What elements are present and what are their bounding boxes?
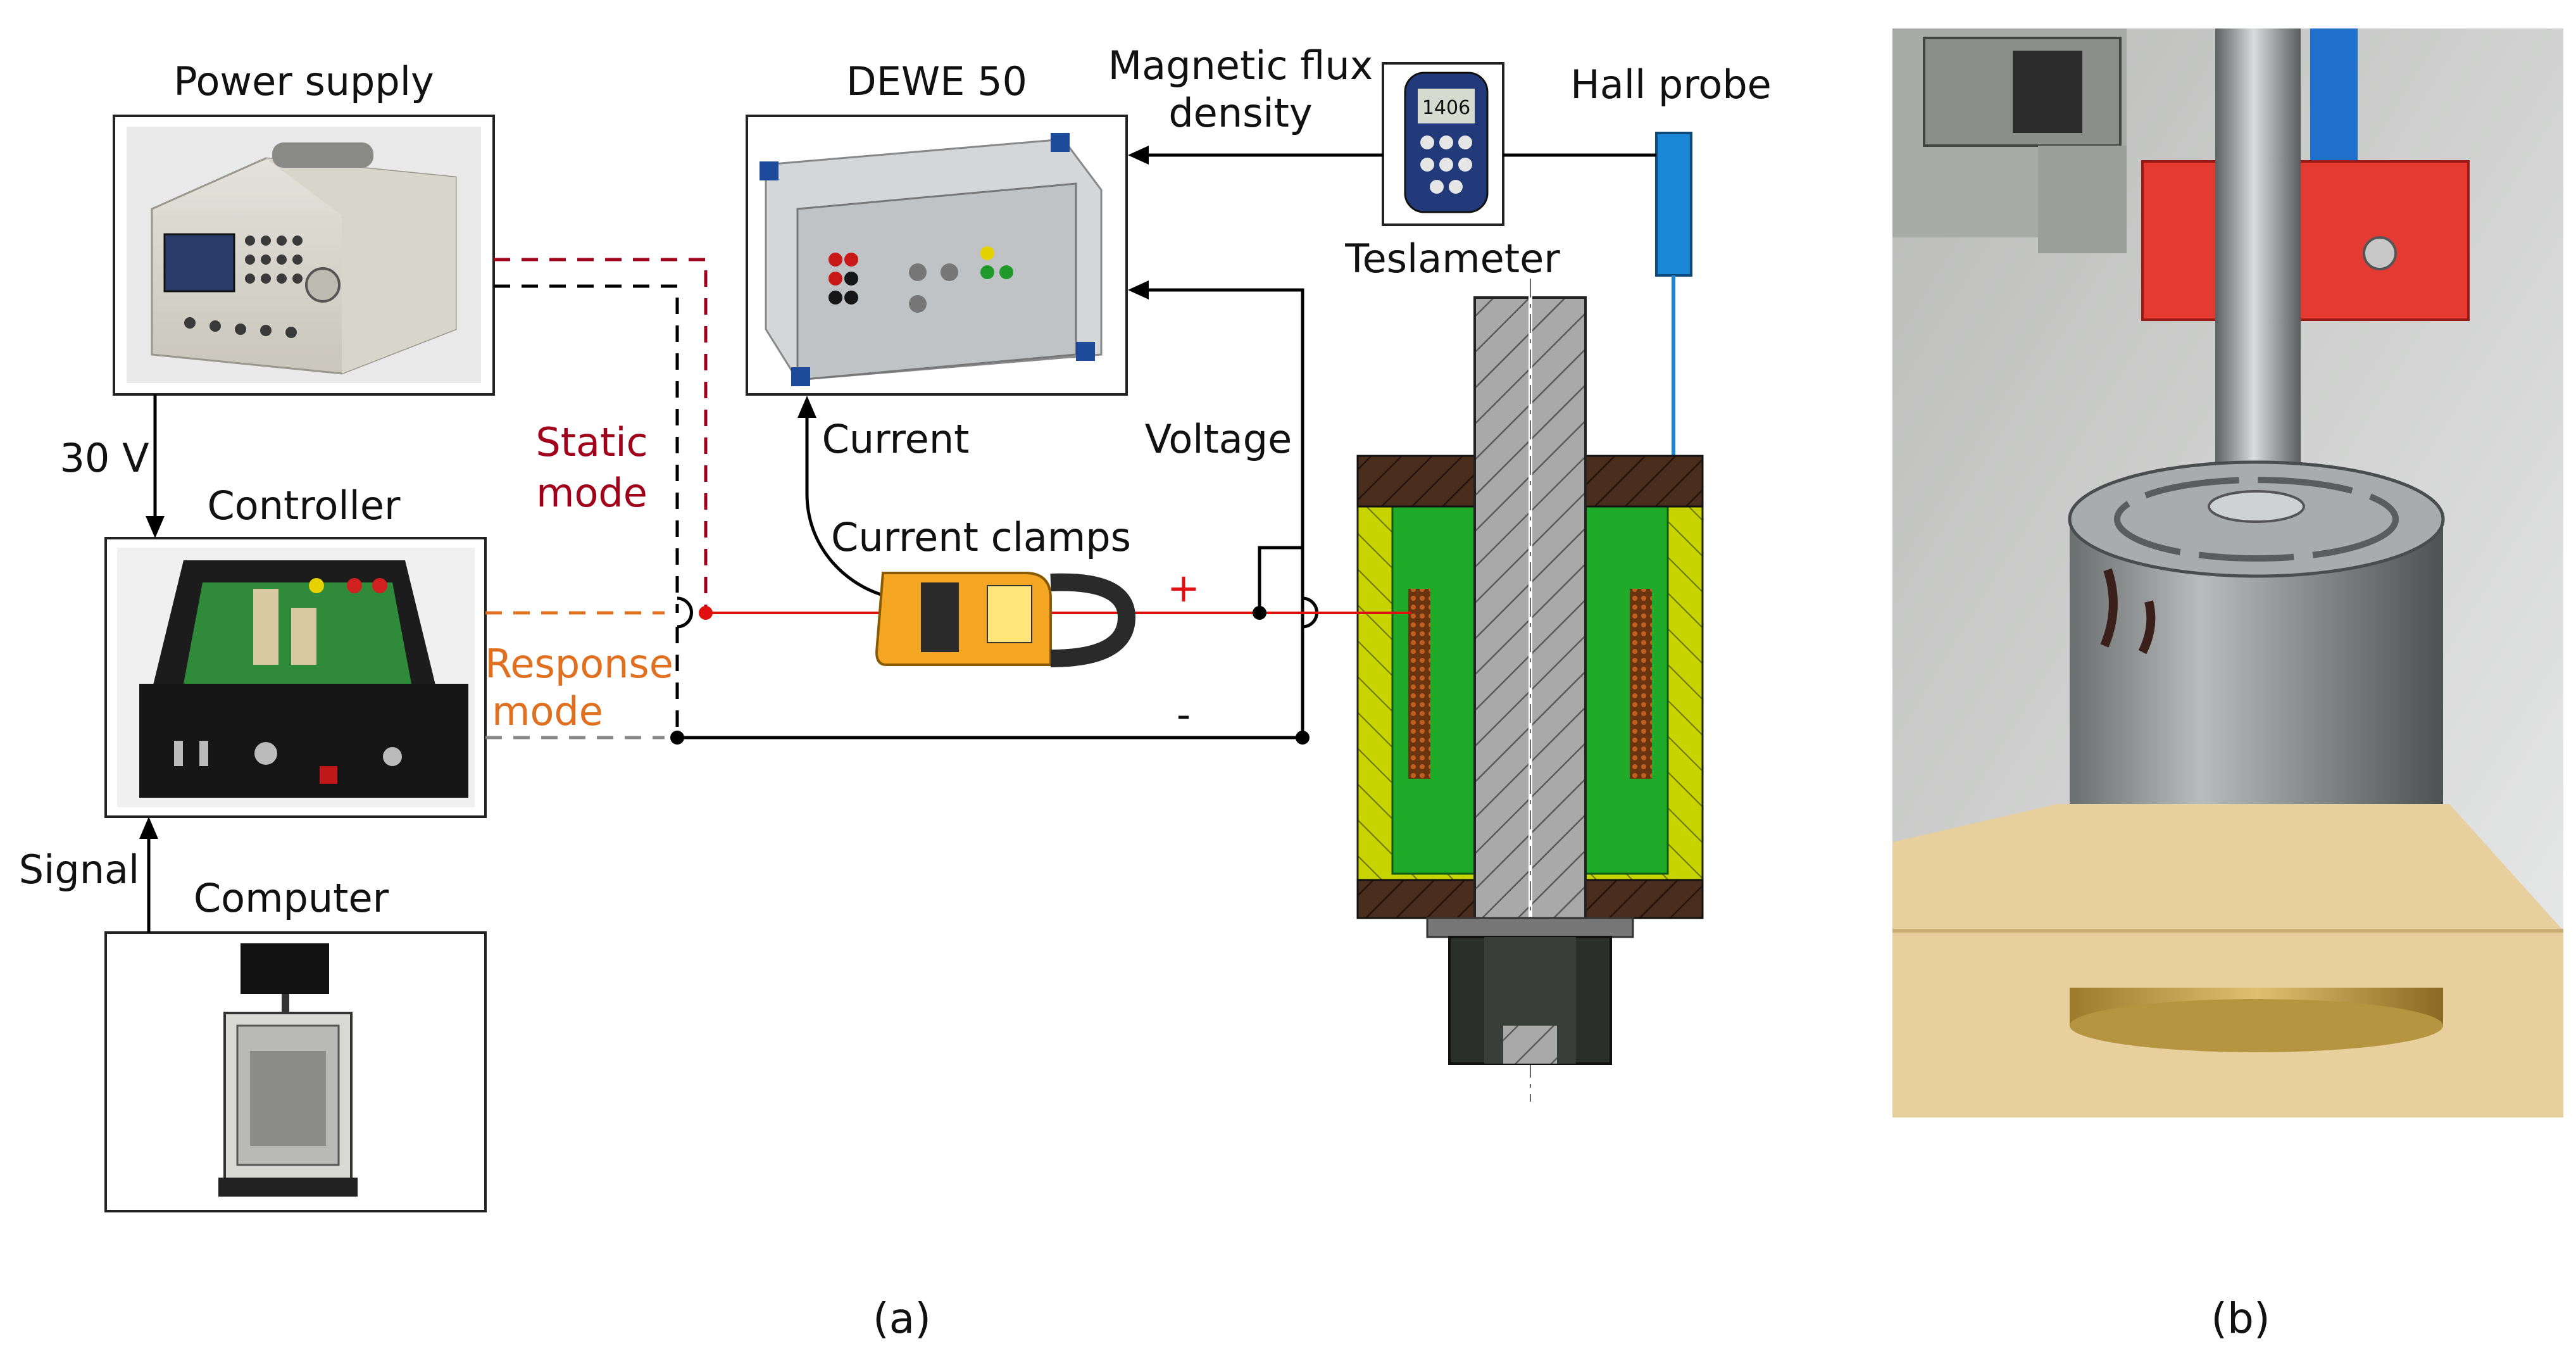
- response-mode-label-2: mode: [492, 688, 603, 734]
- response-mode-label-1: Response: [485, 641, 673, 687]
- magnetic-flux-label-2: density: [1168, 90, 1312, 136]
- voltage-label: Voltage: [1145, 416, 1292, 462]
- plus-label: +: [1167, 565, 1200, 611]
- static-mode-line: [494, 258, 708, 613]
- minus-label: -: [1177, 691, 1191, 738]
- hall-probe-label: Hall probe: [1570, 61, 1772, 108]
- computer: [104, 931, 487, 1212]
- magnetic-flux-label-1: Magnetic flux: [1108, 42, 1373, 89]
- dewe50-label: DEWE 50: [846, 58, 1027, 104]
- thirty-volt-label: 30 V: [59, 435, 149, 481]
- teslameter: 1406: [1382, 62, 1504, 226]
- signal-label: Signal: [19, 846, 139, 893]
- current-label: Current: [822, 416, 970, 462]
- wiring: [147, 153, 1656, 933]
- current-clamp: [875, 572, 1136, 667]
- controller-label: Controller: [208, 482, 401, 529]
- power-supply-label: Power supply: [173, 58, 434, 104]
- junction-dots: [670, 606, 1310, 745]
- teslameter-display: 1406: [1422, 97, 1470, 119]
- computer-label: Computer: [194, 875, 389, 921]
- current-clamps-label: Current clamps: [831, 514, 1131, 560]
- hall-probe: [1655, 132, 1692, 557]
- teslameter-label: Teslameter: [1344, 236, 1560, 282]
- power-supply: [113, 115, 495, 396]
- caption-a: (a): [873, 1294, 931, 1343]
- actuator-photo: [1892, 28, 2563, 1117]
- static-mode-label-2: mode: [536, 470, 647, 516]
- controller: [104, 537, 487, 818]
- dewe50: [746, 115, 1128, 396]
- caption-b: (b): [2211, 1294, 2270, 1343]
- arrowheads: [139, 146, 1149, 839]
- static-mode-label-1: Static: [535, 419, 647, 465]
- actuator-cross-section: [1356, 279, 1704, 1102]
